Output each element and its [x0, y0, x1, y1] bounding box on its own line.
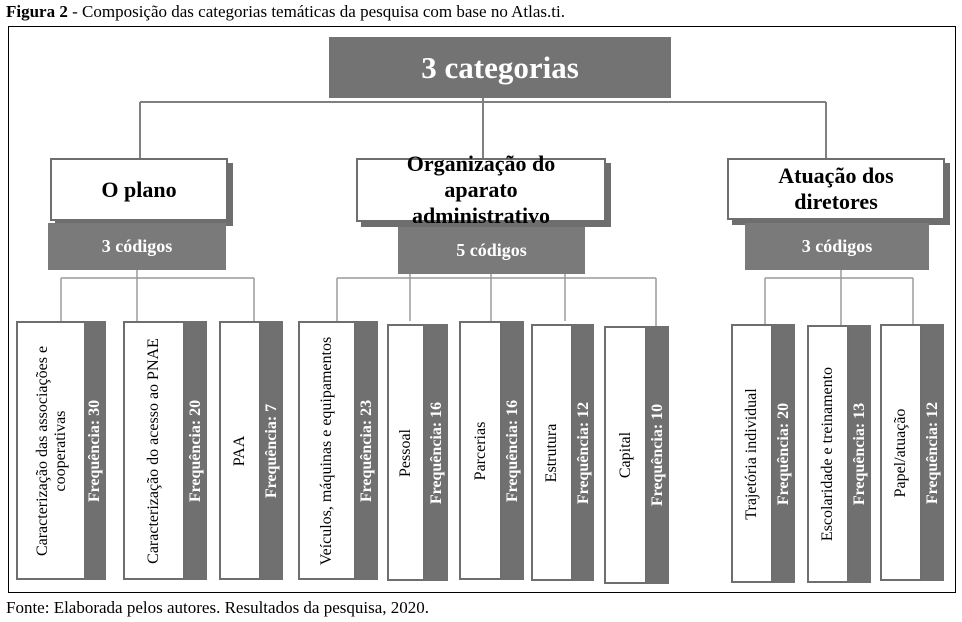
figure-caption: Figura 2 - Composição das categorias tem…: [6, 2, 565, 22]
category-box-o-plano: O plano: [50, 158, 228, 221]
code-label: Estrutura: [543, 423, 560, 482]
code-label: PAA: [231, 435, 248, 466]
category-box-organizacao: Organização do aparato administrativo: [356, 151, 606, 228]
codes-box-atuacao: 3 códigos: [745, 223, 929, 270]
frequency-label: Frequência: 30: [86, 399, 103, 502]
frequency-bar: Frequência: 16: [502, 321, 524, 580]
codes-count: 3 códigos: [801, 236, 873, 256]
code-leaf: Papel/atuação: [880, 324, 922, 581]
figure-caption-text: - Composição das categorias temáticas da…: [67, 2, 565, 21]
code-leaf: Estrutura: [531, 324, 573, 581]
frequency-label: Frequência: 10: [649, 403, 666, 507]
frequency-label: Frequência: 12: [924, 401, 941, 504]
category-title: Atuação dos diretores: [778, 163, 894, 214]
code-leaf: PAA: [219, 321, 261, 580]
code-leaf: Veículos, máquinas e equipamentos: [298, 321, 356, 580]
frequency-label: Frequência: 16: [504, 399, 521, 502]
code-leaf: Parcerias: [459, 321, 502, 580]
frequency-label: Frequência: 23: [358, 399, 375, 502]
frequency-label: Frequência: 12: [574, 401, 592, 504]
frequency-bar: Frequência: 12: [922, 324, 944, 581]
frequency-bar: Frequência: 23: [356, 321, 378, 580]
code-label: Papel/atuação: [892, 408, 909, 497]
frequency-bar: Frequência: 12: [573, 324, 594, 581]
diagram-frame: [8, 26, 956, 593]
frequency-label: Frequência: 7: [263, 403, 280, 498]
codes-count: 5 códigos: [456, 240, 527, 260]
code-label: Pessoal: [397, 428, 414, 477]
category-box-atuacao: Atuação dos diretores: [727, 158, 945, 220]
code-label: Veículos, máquinas e equipamentos: [318, 336, 335, 565]
frequency-label: Frequência: 13: [851, 402, 868, 506]
code-leaf: Pessoal: [387, 324, 425, 581]
code-leaf: Capital: [604, 326, 647, 584]
root-category-label: 3 categorias: [421, 49, 579, 85]
frequency-bar: Frequência: 30: [84, 321, 106, 580]
code-leaf: Caracterização das associações e coopera…: [16, 321, 88, 580]
codes-box-o-plano: 3 códigos: [48, 223, 226, 270]
frequency-bar: Frequência: 7: [261, 321, 283, 580]
frequency-bar: Frequência: 16: [425, 324, 448, 581]
frequency-label: Frequência: 16: [427, 401, 445, 504]
figure-source: Fonte: Elaborada pelos autores. Resultad…: [6, 598, 430, 617]
frequency-bar: Frequência: 10: [647, 326, 669, 584]
code-label: Caracterização do acesso ao PNAE: [145, 337, 162, 564]
code-leaf: Caracterização do acesso ao PNAE: [123, 321, 185, 580]
code-label: Escolaridade e treinamento: [819, 366, 836, 542]
frequency-bar: Frequência: 20: [185, 321, 207, 580]
code-label: Capital: [616, 431, 634, 479]
codes-count: 3 códigos: [101, 236, 173, 256]
code-leaf: Trajetória individual: [731, 324, 773, 583]
figure-label: Figura 2: [6, 2, 68, 21]
root-category-box: 3 categorias: [329, 37, 671, 98]
code-label: Caracterização das associações e coopera…: [34, 345, 69, 556]
category-title: O plano: [101, 176, 177, 202]
code-leaf: Escolaridade e treinamento: [807, 325, 849, 583]
code-label: Parcerias: [471, 421, 489, 480]
codes-box-organizacao: 5 códigos: [398, 227, 585, 274]
frequency-label: Frequência: 20: [187, 399, 204, 502]
frequency-bar: Frequência: 13: [849, 325, 871, 583]
frequency-bar: Frequência: 20: [773, 324, 795, 583]
code-label: Trajetória individual: [743, 387, 760, 520]
frequency-label: Frequência: 20: [775, 402, 792, 505]
category-title: Organização do aparato administrativo: [406, 151, 556, 228]
